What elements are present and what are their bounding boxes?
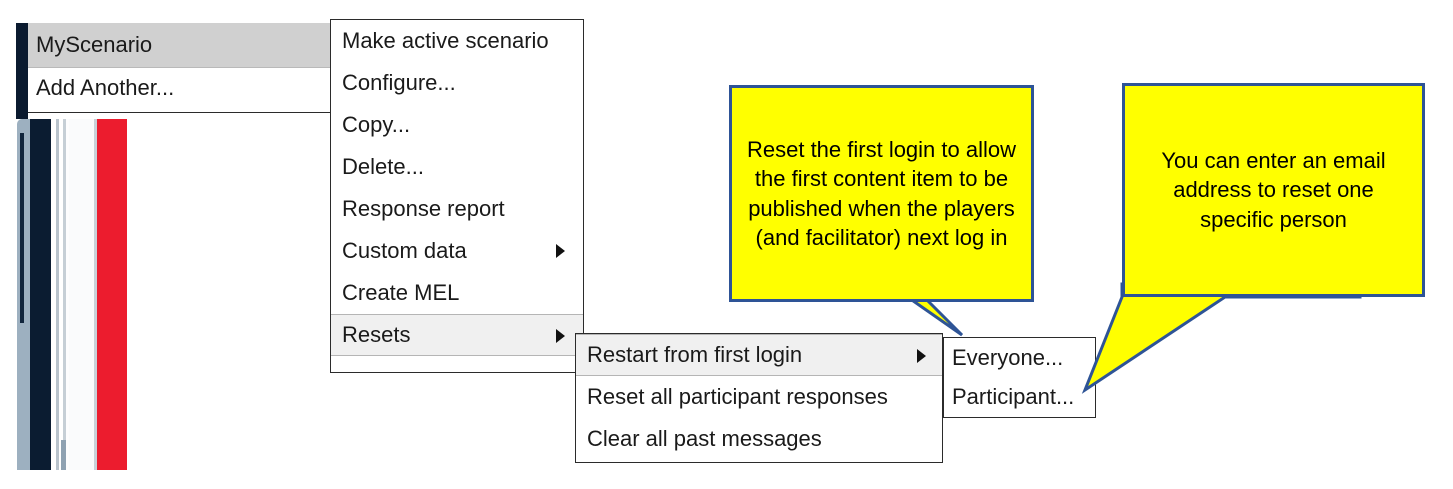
menu-item-label: Clear all past messages (587, 426, 822, 451)
menu-item-participant[interactable]: Participant... (944, 377, 1095, 416)
background-divider-a (56, 119, 59, 470)
callout-text: Reset the first login to allow the first… (746, 137, 1017, 250)
menu-item-response-report[interactable]: Response report (331, 188, 583, 230)
menu-item-label: Make active scenario (342, 28, 549, 53)
background-navy-sidebar (30, 119, 51, 470)
callout-reset-login-tail (812, 284, 1025, 337)
menu-item-create-mel[interactable]: Create MEL (331, 272, 583, 314)
menu-item-configure[interactable]: Configure... (331, 62, 583, 104)
background-white-gap-c (66, 119, 69, 470)
callout-text: You can enter an email address to reset … (1161, 148, 1386, 232)
menu-item-label: Resets (342, 322, 411, 347)
submenu-arrow-icon (917, 349, 926, 363)
menu-item-add-another[interactable]: Add Another... (28, 67, 330, 107)
menu-item-label: Restart from first login (587, 342, 803, 367)
menu-item-label: Configure... (342, 70, 456, 95)
menu-item-label: Delete... (342, 154, 424, 179)
menu-item-resets[interactable]: Resets (331, 314, 583, 356)
scenario-actions-menu[interactable]: Make active scenario Configure... Copy..… (330, 19, 584, 373)
background-navy-top-band (16, 23, 28, 119)
menu-item-label: Participant... (952, 383, 1075, 409)
background-divider-c (94, 119, 97, 470)
menu-item-clear-all-past-messages[interactable]: Clear all past messages (576, 418, 942, 460)
menu-item-reset-all-participant-responses[interactable]: Reset all participant responses (576, 376, 942, 418)
menu-item-myscenario[interactable]: MyScenario (28, 23, 330, 67)
menu-item-restart-from-first-login[interactable]: Restart from first login (576, 334, 942, 376)
menu-item-label: MyScenario (36, 32, 153, 57)
menu-item-copy[interactable]: Copy... (331, 104, 583, 146)
menu-item-label: Response report (342, 196, 505, 221)
callout-email-person-tail (1081, 282, 1362, 394)
background-white-gap-b (59, 119, 63, 470)
menu-item-label: Custom data (342, 238, 467, 263)
menu-item-label: Copy... (342, 112, 411, 137)
submenu-arrow-icon (556, 244, 565, 258)
callout-email-person: You can enter an email address to reset … (1122, 83, 1425, 297)
resets-submenu[interactable]: Restart from first login Reset all parti… (575, 333, 943, 463)
scenario-list-menu[interactable]: MyScenario Add Another... (28, 23, 331, 113)
background-divider-b (63, 119, 66, 470)
menu-item-delete[interactable]: Delete... (331, 146, 583, 188)
menu-item-everyone[interactable]: Everyone... (944, 338, 1095, 377)
menu-item-label: Add Another... (36, 74, 175, 100)
menu-item-label: Everyone... (952, 344, 1064, 370)
menu-item-label: Create MEL (342, 280, 460, 305)
background-white-gap-a (51, 119, 56, 470)
background-white-panel (69, 119, 94, 470)
background-tab-marker (61, 440, 66, 470)
background-red-accent-bar (97, 119, 127, 470)
callout-reset-login: Reset the first login to allow the first… (729, 85, 1034, 302)
background-navy-inner-line (20, 133, 24, 323)
menu-item-label: Reset all participant responses (587, 384, 888, 409)
menu-item-custom-data[interactable]: Custom data (331, 230, 583, 272)
menu-item-make-active-scenario[interactable]: Make active scenario (331, 20, 583, 62)
submenu-arrow-icon (556, 329, 565, 343)
